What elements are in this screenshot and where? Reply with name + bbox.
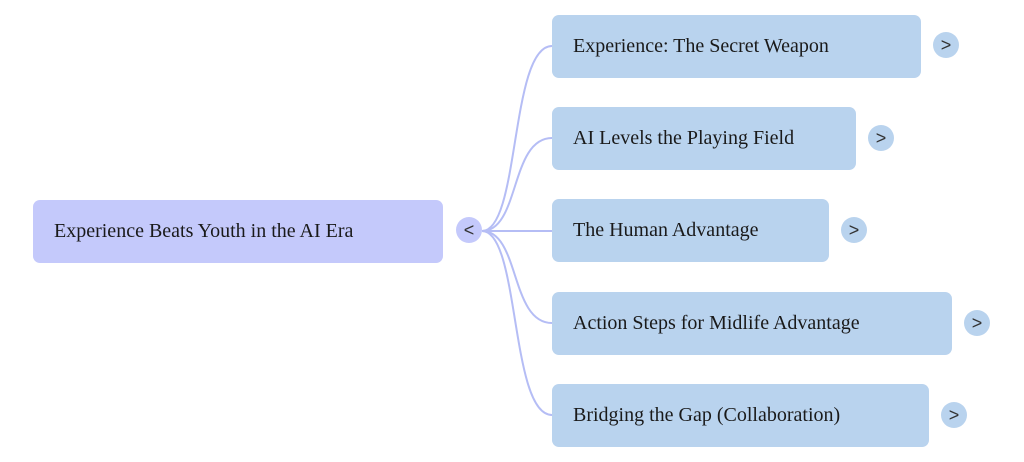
link-1: [481, 45, 553, 232]
root-node-label: Experience Beats Youth in the AI Era: [54, 220, 354, 242]
child-node-label: Action Steps for Midlife Advantage: [573, 312, 860, 334]
expand-toggle-icon[interactable]: >: [941, 402, 967, 428]
expand-toggle-icon[interactable]: >: [933, 32, 959, 58]
child-node-label: AI Levels the Playing Field: [573, 127, 795, 149]
collapse-toggle-icon[interactable]: <: [456, 217, 482, 243]
child-node-5[interactable]: Bridging the Gap (Collaboration): [552, 384, 929, 447]
child-node-label: The Human Advantage: [573, 219, 759, 241]
link-4: [481, 230, 553, 324]
expand-toggle-icon[interactable]: >: [841, 217, 867, 243]
child-node-2[interactable]: AI Levels the Playing Field: [552, 107, 856, 170]
child-node-1[interactable]: Experience: The Secret Weapon: [552, 15, 921, 78]
expand-toggle-icon[interactable]: >: [964, 310, 990, 336]
child-node-label: Bridging the Gap (Collaboration): [573, 404, 841, 426]
child-node-4[interactable]: Action Steps for Midlife Advantage: [552, 292, 952, 355]
expand-toggle-icon[interactable]: >: [868, 125, 894, 151]
child-node-label: Experience: The Secret Weapon: [573, 35, 829, 57]
link-5: [481, 230, 553, 416]
link-2: [481, 137, 553, 232]
child-node-3[interactable]: The Human Advantage: [552, 199, 829, 262]
root-node[interactable]: Experience Beats Youth in the AI Era: [33, 200, 443, 263]
